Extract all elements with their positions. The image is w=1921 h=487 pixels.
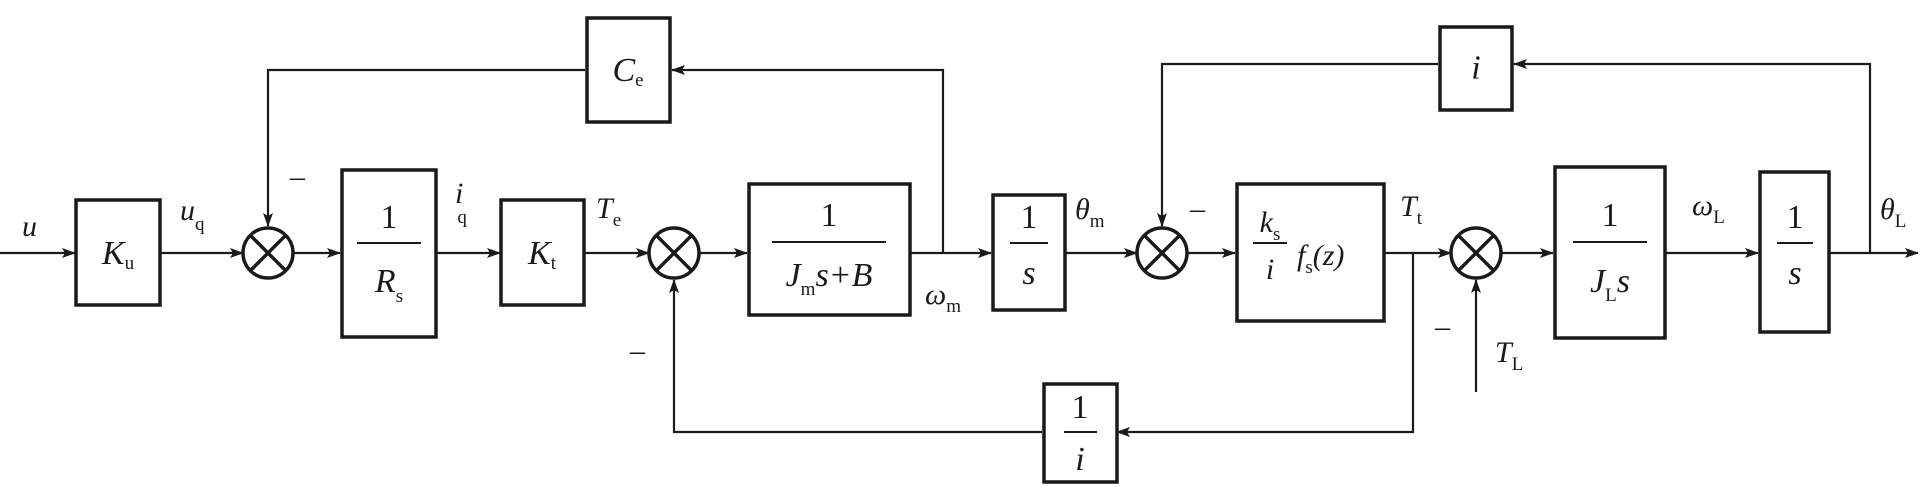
- svg-text:Ce: Ce: [612, 52, 643, 91]
- svg-text:1: 1: [1787, 199, 1804, 236]
- block-kt: Kt: [499, 198, 586, 307]
- block-rs: 1 Rs: [340, 168, 438, 339]
- block-gear-ratio: i: [1438, 25, 1514, 112]
- svg-text:i: i: [1266, 253, 1274, 286]
- svg-text:fs(z): fs(z): [1297, 239, 1344, 278]
- label-wm: ωm: [925, 278, 961, 317]
- svg-text:1: 1: [1072, 389, 1089, 426]
- minus-sign-sum1: –: [289, 160, 306, 193]
- label-tl: TL: [1495, 336, 1523, 375]
- wire-wm-to-ce: [671, 65, 945, 253]
- svg-text:i: i: [1471, 50, 1480, 87]
- svg-text:1: 1: [381, 199, 398, 236]
- wire-thl-to-i: [1513, 59, 1872, 253]
- label-te: Te: [596, 192, 621, 231]
- label-tt: Tt: [1400, 190, 1423, 229]
- svg-text:ks: ks: [1260, 206, 1281, 245]
- block-ce: Ce: [585, 16, 672, 124]
- svg-text:Jms+B: Jms+B: [786, 257, 873, 300]
- block-integrator-2: 1 s: [1758, 170, 1831, 334]
- block-gear-ratio-feedback: 1 i: [1042, 382, 1119, 484]
- svg-text:1: 1: [1021, 199, 1038, 236]
- summing-junction-1: [241, 226, 295, 280]
- minus-sign-sum2: –: [629, 334, 646, 367]
- wire-tt-to-gear: [1116, 253, 1415, 437]
- svg-text:1: 1: [821, 197, 838, 234]
- svg-text:Ku: Ku: [101, 235, 135, 274]
- block-jl: 1 JLs: [1553, 165, 1667, 340]
- summing-junction-4: [1449, 226, 1503, 280]
- block-gear-stiffness: ks i fs(z): [1235, 182, 1386, 323]
- label-uq: uq: [180, 194, 205, 235]
- wire-i-to-sum3: [1157, 62, 1438, 227]
- minus-sign-sum4: –: [1434, 310, 1451, 343]
- block-ku: Ku: [74, 198, 162, 307]
- label-u: u: [22, 210, 37, 243]
- label-theta-l: θL: [1880, 193, 1906, 232]
- svg-text:s: s: [1788, 255, 1801, 292]
- svg-text:s: s: [1022, 255, 1035, 292]
- summing-junction-3: [1135, 226, 1189, 280]
- label-wl: ωL: [1692, 189, 1725, 228]
- svg-text:i: i: [1075, 441, 1084, 478]
- svg-text:1: 1: [1602, 197, 1619, 234]
- svg-text:JLs: JLs: [1590, 263, 1630, 306]
- block-integrator-1: 1 s: [991, 193, 1067, 312]
- block-jm: 1 Jms+B: [747, 182, 912, 317]
- minus-sign-sum3: –: [1189, 192, 1206, 225]
- wire-ce-to-sum1: [263, 68, 585, 227]
- svg-text:Kt: Kt: [527, 235, 557, 274]
- svg-text:Rs: Rs: [374, 263, 403, 307]
- wire-gear-to-sum2: [669, 279, 1042, 434]
- summing-junction-2: [647, 226, 701, 280]
- label-theta-m: θm: [1075, 193, 1105, 232]
- signal-wires: [0, 59, 1919, 437]
